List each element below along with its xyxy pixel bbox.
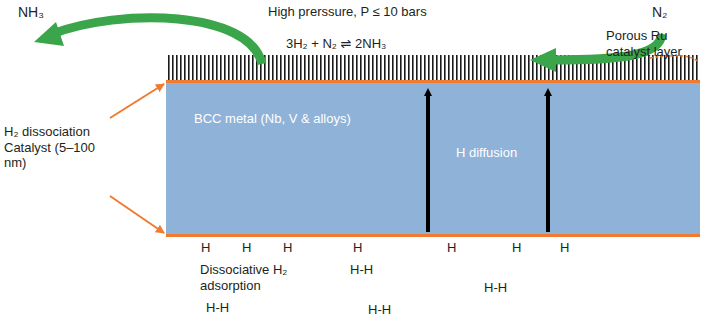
h-atom: H [242, 240, 251, 256]
h-atom: H [512, 240, 521, 256]
reaction-equation: 3H₂ + N₂ ⇌ 2NH₃ [286, 36, 386, 52]
top-catalyst-line [166, 80, 700, 83]
bottom-catalyst-line [166, 234, 700, 237]
bcc-metal-band [166, 83, 700, 235]
catalyst-callout: H₂ dissociation Catalyst (5–100 nm) [4, 124, 112, 171]
adsorption-note: Dissociative H₂ adsorption [200, 262, 290, 293]
condition-note: High prerssure, P ≤ 10 bars [268, 4, 427, 20]
h-atom: H [353, 240, 362, 256]
material-label: BCC metal (Nb, V & alloys) [194, 111, 351, 126]
h2-molecule: H-H [368, 302, 391, 318]
product-label: NH₃ [18, 4, 44, 21]
h2-molecule: H-H [206, 300, 229, 316]
h-atom: H [201, 240, 210, 256]
nh3-out-arrow [52, 18, 262, 64]
pointer-arrow [110, 84, 164, 118]
layer-callout: Porous Ru catalyst layer [606, 28, 706, 59]
h-atom: H [447, 240, 456, 256]
reactant-label: N₂ [652, 4, 668, 21]
h-atom: H [560, 240, 569, 256]
nh3-arrowhead [34, 22, 64, 46]
h-atom: H [283, 240, 292, 256]
metal-membrane: BCC metal (Nb, V & alloys) H diffusion [166, 83, 700, 234]
process-label: H diffusion [456, 145, 517, 160]
h2-molecule: H-H [350, 262, 373, 278]
h2-molecule: H-H [484, 280, 507, 296]
diffusion-arrow [426, 92, 430, 232]
n2-arrowhead [530, 48, 556, 72]
diffusion-arrow [546, 92, 550, 232]
pointer-arrow [110, 196, 164, 233]
